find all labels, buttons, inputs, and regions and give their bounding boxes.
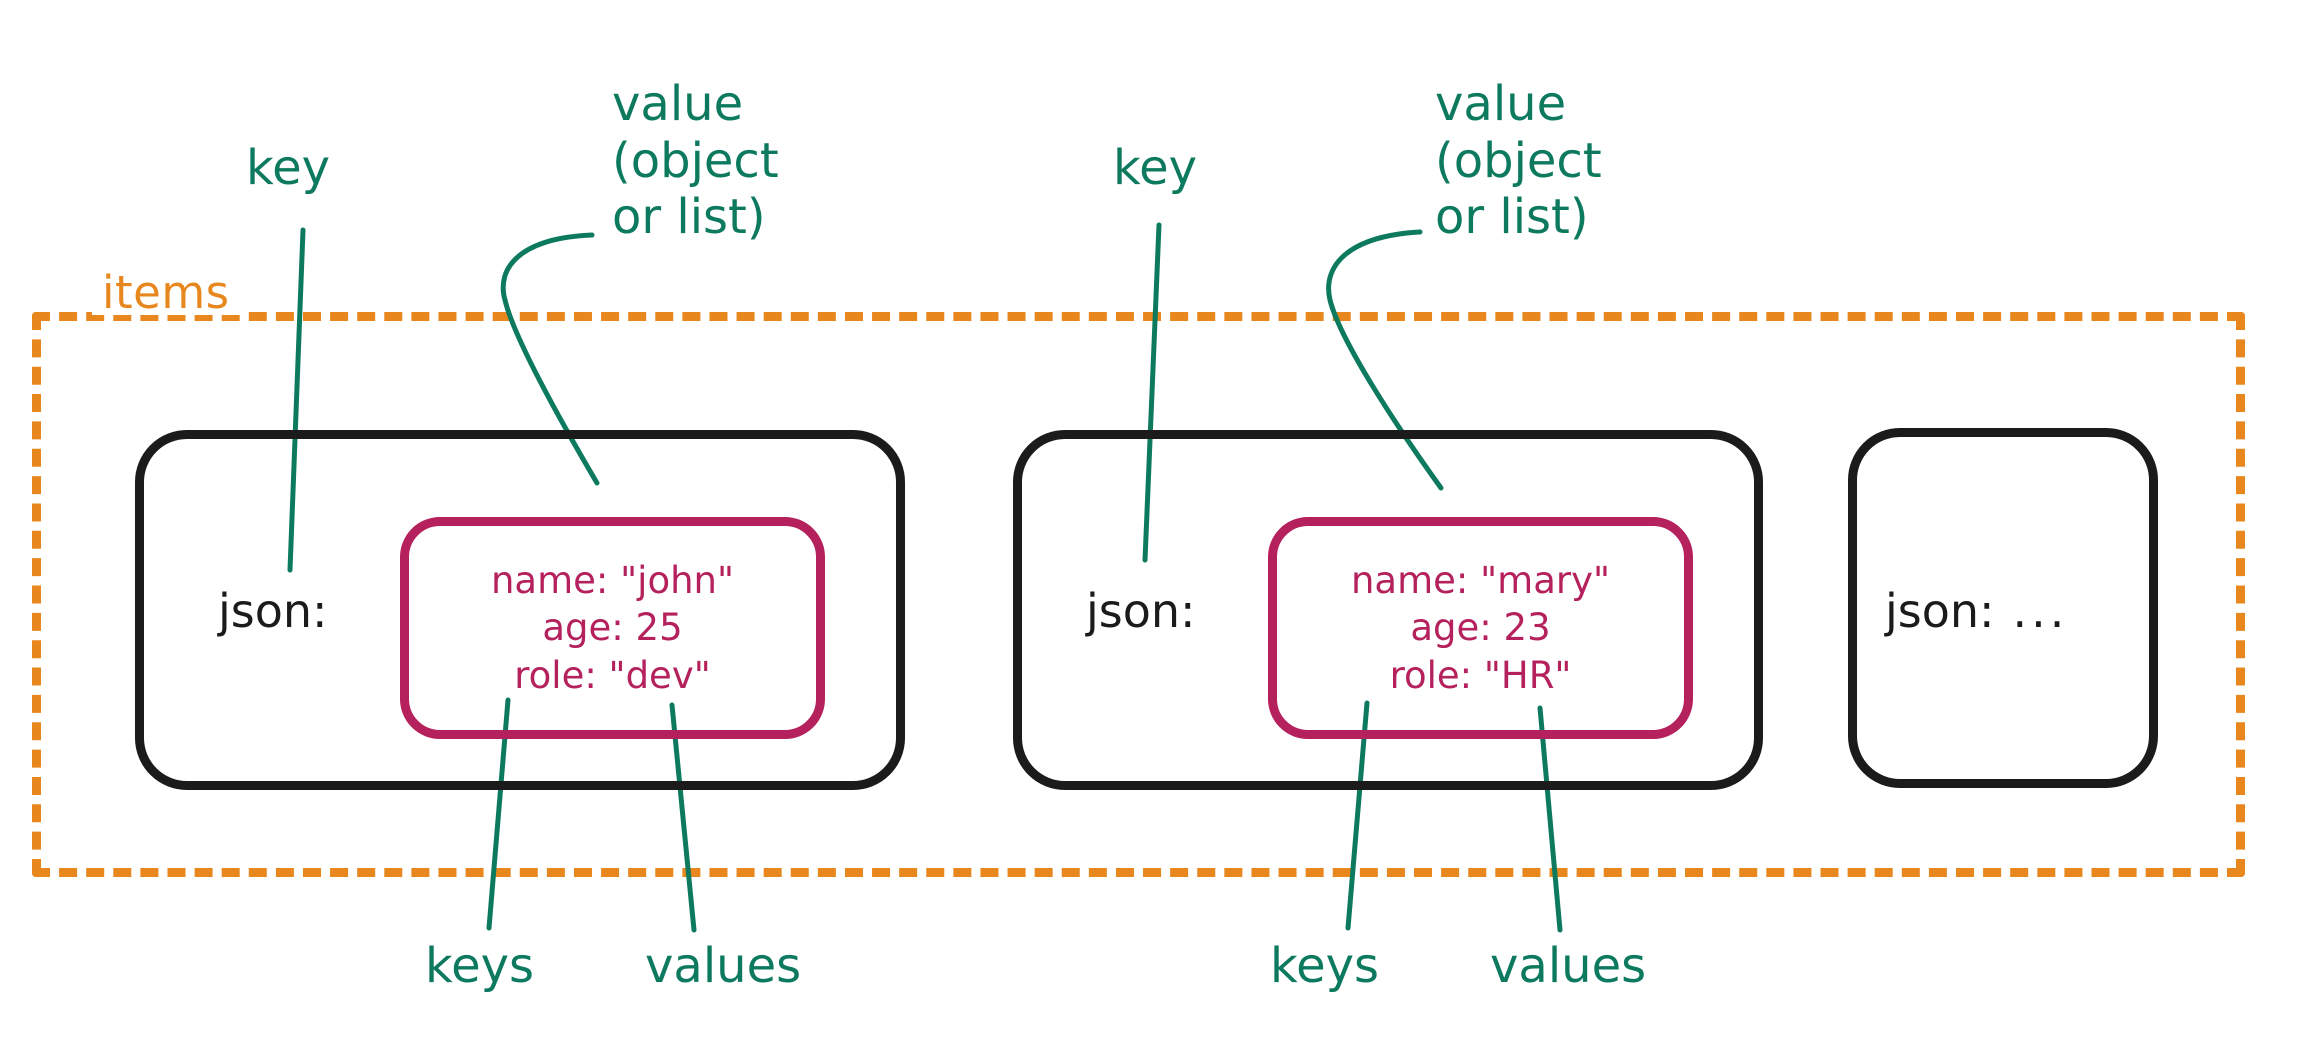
kv-row: age: 23 — [1410, 606, 1551, 650]
items-container — [32, 312, 2245, 877]
annotation-keys: keys — [425, 938, 535, 994]
annotation-values: values — [1490, 938, 1647, 994]
annotation-value-line-3: or list) — [1435, 189, 1589, 246]
annotation-value-line-3: or list) — [612, 189, 766, 246]
items-container-label: items — [92, 270, 240, 315]
item-value-box[interactable]: name: "mary" age: 23 role: "HR" — [1268, 517, 1693, 739]
kv-row: age: 25 — [542, 606, 683, 650]
item-json-key-label: json: — [218, 584, 328, 638]
item-card[interactable] — [1013, 430, 1763, 790]
item-card[interactable] — [1848, 428, 2158, 788]
ellipsis-text: ... — [2012, 584, 2069, 638]
item-value-box[interactable]: name: "john" age: 25 role: "dev" — [400, 517, 825, 739]
item-json-key-text: json: — [1885, 584, 1995, 638]
item-json-key-label: json: — [1086, 584, 1196, 638]
kv-row: role: "HR" — [1389, 653, 1572, 697]
kv-row: name: "john" — [490, 558, 734, 602]
annotation-values: values — [645, 938, 802, 994]
annotation-key: key — [1113, 140, 1198, 196]
annotation-value: value (object or list) — [1435, 76, 1602, 246]
item-card[interactable] — [135, 430, 905, 790]
annotation-value: value (object or list) — [612, 76, 779, 246]
annotation-key: key — [246, 140, 331, 196]
annotation-value-line-1: value — [1435, 76, 1567, 132]
annotation-keys: keys — [1270, 938, 1380, 994]
annotation-value-line-2: (object — [612, 132, 779, 189]
annotation-value-line-2: (object — [1435, 132, 1602, 189]
annotation-value-line-1: value — [612, 76, 744, 132]
item-json-key-label-ellipsis: json:... — [1885, 588, 2068, 634]
kv-row: role: "dev" — [514, 653, 711, 697]
kv-row: name: "mary" — [1350, 558, 1611, 602]
